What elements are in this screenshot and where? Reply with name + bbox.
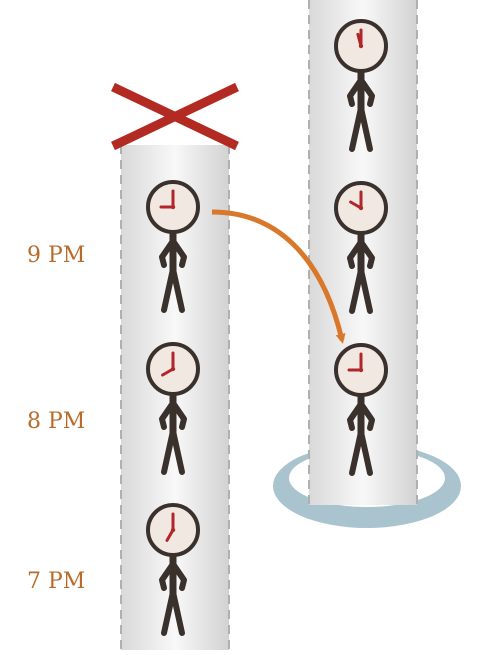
clock-head-person-icon	[146, 503, 200, 636]
curved-arrow-icon	[211, 209, 346, 344]
clock-head-person-icon	[146, 342, 200, 475]
cross-mark-icon	[111, 82, 239, 151]
clock-head-person-icon	[334, 19, 388, 152]
time-label-7pm: 7 PM	[27, 569, 86, 594]
time-label-8pm: 8 PM	[27, 409, 86, 434]
clock-head-person-icon	[334, 181, 388, 314]
clock-head-person-icon	[334, 343, 388, 476]
clock-head-person-icon	[146, 180, 200, 313]
figures-layer	[146, 19, 388, 636]
time-label-9pm: 9 PM	[27, 243, 86, 268]
